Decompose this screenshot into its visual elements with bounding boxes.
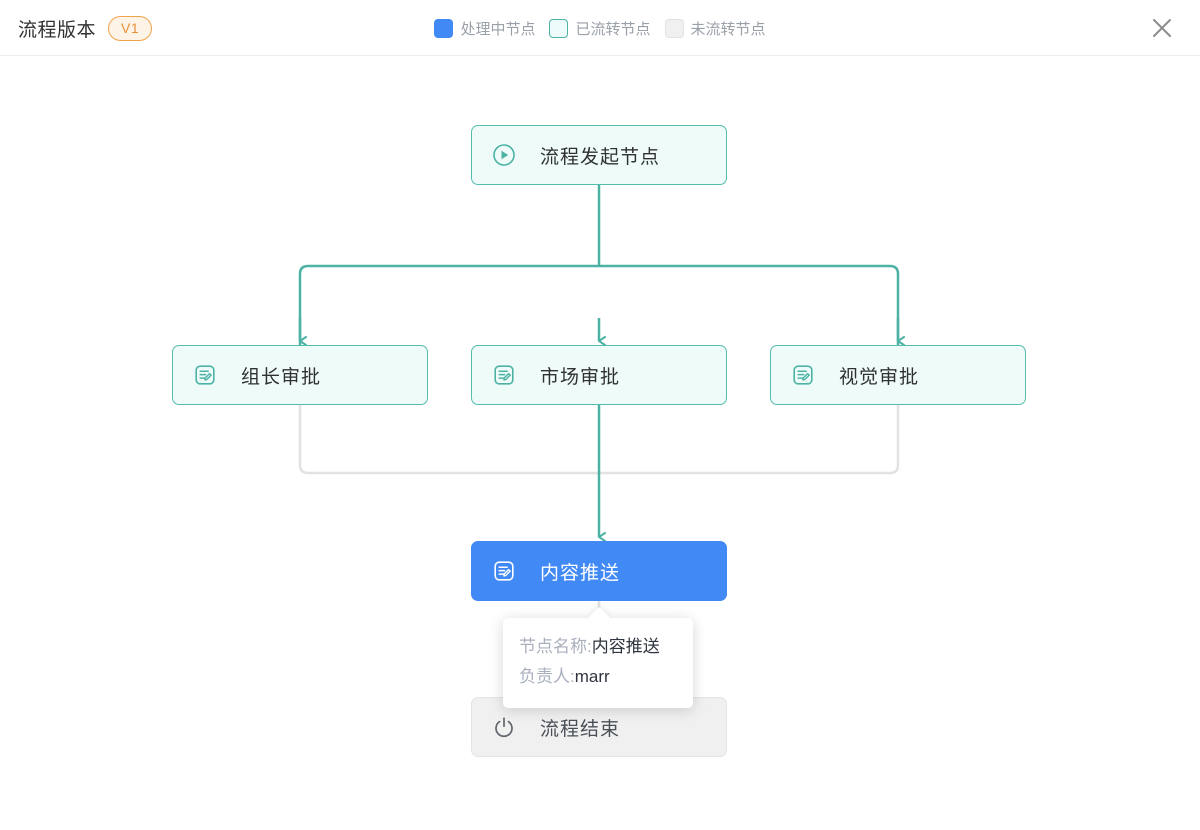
form-edit-icon: [791, 363, 815, 387]
flow-node-start[interactable]: 流程发起节点: [471, 125, 727, 185]
tooltip-value-node-name: 内容推送: [591, 637, 660, 656]
legend: 处理中节点 已流转节点 未流转节点: [0, 0, 1200, 56]
legend-label-processing: 处理中节点: [460, 20, 536, 38]
header-title-group: 流程版本 V1: [18, 0, 153, 56]
page-title: 流程版本: [18, 19, 97, 41]
legend-item-untraversed: 未流转节点: [664, 18, 766, 39]
legend-label-untraversed: 未流转节点: [690, 20, 766, 38]
flow-node-label-start: 流程发起节点: [540, 146, 661, 168]
flow-node-label-market-approval: 市场审批: [540, 366, 621, 388]
edge-split-bar: [298, 264, 900, 345]
header-bar: 流程版本 V1 处理中节点 已流转节点 未流转节点: [0, 0, 1200, 56]
form-edit-icon: [492, 363, 516, 387]
flow-node-market-approval[interactable]: 市场审批: [471, 345, 727, 405]
tooltip-key-owner: 负责人:: [519, 667, 575, 686]
tooltip-key-node-name: 节点名称:: [519, 637, 592, 656]
tooltip-value-owner: marr: [574, 667, 610, 686]
filled-square-icon: [434, 18, 454, 38]
outlined-square-icon: [549, 18, 569, 38]
flow-edges: [298, 185, 905, 697]
close-button[interactable]: [1144, 10, 1180, 46]
form-edit-icon: [193, 363, 217, 387]
play-circle-icon: [492, 143, 516, 167]
version-badge: V1: [108, 15, 153, 41]
tooltip-line-node-name: 节点名称:内容推送: [519, 632, 677, 662]
tooltip-line-owner: 负责人:marr: [519, 662, 677, 692]
flow-node-content-push[interactable]: 内容推送: [471, 541, 727, 601]
flow-node-label-visual-approval: 视觉审批: [839, 366, 920, 388]
flow-node-label-end: 流程结束: [540, 718, 621, 740]
flow-node-group-approval[interactable]: 组长审批: [172, 345, 428, 405]
flow-node-label-group-approval: 组长审批: [241, 366, 322, 388]
legend-item-traversed: 已流转节点: [549, 18, 651, 39]
legend-item-processing: 处理中节点: [434, 18, 535, 39]
flow-node-label-content-push: 内容推送: [540, 562, 621, 584]
gray-square-icon: [664, 18, 684, 38]
node-tooltip: 节点名称:内容推送 负责人:marr: [503, 618, 693, 708]
flow-node-visual-approval[interactable]: 视觉审批: [770, 345, 1026, 405]
power-icon: [492, 715, 516, 739]
flow-canvas[interactable]: 流程发起节点 组长审批 市场审批: [0, 56, 1200, 830]
form-edit-icon: [492, 559, 516, 583]
close-icon: [1153, 19, 1171, 37]
legend-label-traversed: 已流转节点: [575, 20, 651, 38]
